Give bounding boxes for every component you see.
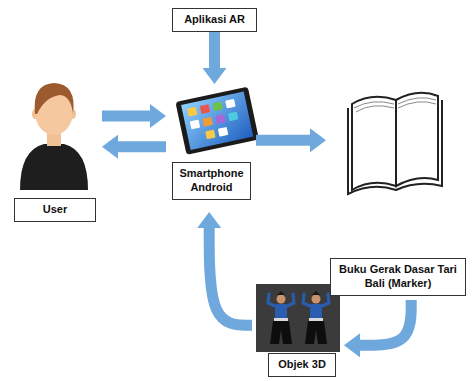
flow-arrow [118, 141, 166, 152]
app-box: Aplikasi AR [172, 8, 257, 32]
3d-object-image-part [268, 291, 294, 344]
tablet-icon-part [181, 92, 253, 150]
3d-object-image-part [303, 291, 329, 344]
book-icon [348, 93, 442, 194]
user-icon-part [35, 83, 74, 114]
flow-arrow [209, 228, 252, 325]
marker-book-node: Buku Gerak Dasar Tari Bali (Marker) [326, 84, 468, 300]
label-box: Aplikasi AR [172, 8, 257, 32]
tablet-icon-part [218, 127, 228, 137]
user-icon-part [20, 144, 88, 190]
3d-object-image [256, 284, 340, 352]
book-icon-part [396, 93, 438, 186]
3d-object-image-part [256, 284, 340, 352]
label-box: User [14, 198, 96, 222]
tablet-icon-part [228, 112, 238, 122]
node-label: User [19, 203, 91, 217]
node-label: Objek 3D [273, 358, 331, 372]
label-box: Buku Gerak Dasar Tari Bali (Marker) [330, 258, 466, 296]
node-label: Buku Gerak Dasar Tari Bali (Marker) [335, 263, 461, 291]
tablet-icon-part [200, 104, 210, 114]
node-label: Smartphone Android [177, 167, 246, 195]
label-box: Smartphone Android [172, 162, 251, 200]
tablet-icon-part [225, 99, 235, 109]
tablet-icon-part [202, 117, 212, 127]
tablet-icon [175, 87, 259, 155]
node-label: Aplikasi AR [177, 13, 252, 27]
tablet-icon-part [190, 120, 200, 130]
3d-object-node: Objek 3D [252, 282, 344, 378]
tablet-icon-part [175, 87, 259, 155]
tablet-icon-part [187, 107, 197, 117]
book-icon-part [354, 98, 436, 112]
flow-arrow [209, 32, 220, 68]
flow-arrow [360, 300, 411, 345]
flow-arrow [256, 135, 310, 146]
user-node: User [10, 80, 102, 224]
tablet-icon-part [205, 130, 215, 140]
device-node: Smartphone Android [166, 84, 256, 212]
flow-arrow [102, 111, 150, 122]
label-box: Objek 3D [268, 353, 336, 377]
tablet-icon-part [215, 114, 225, 124]
tablet-icon-part [212, 102, 222, 112]
user-icon [20, 83, 88, 190]
